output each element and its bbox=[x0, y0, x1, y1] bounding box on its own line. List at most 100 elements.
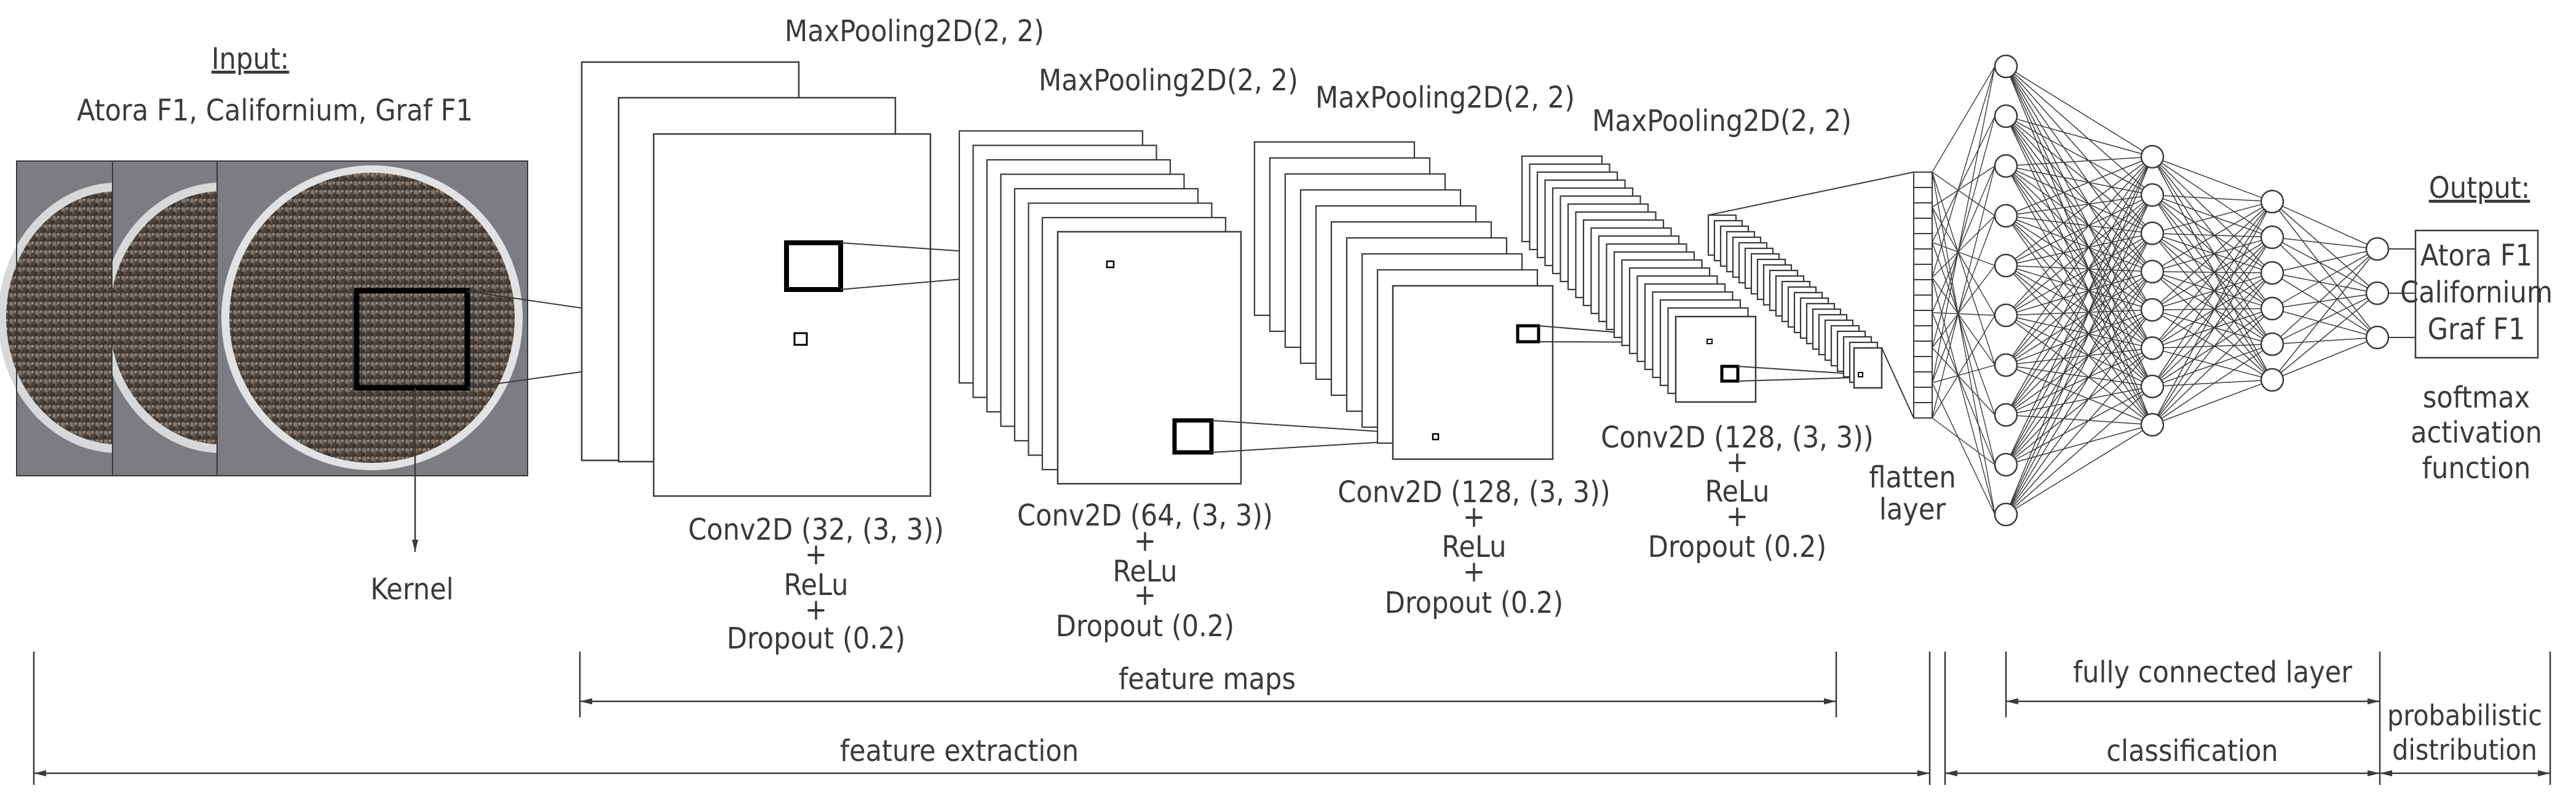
probabilistic-label-line2: distribution bbox=[2392, 733, 2537, 766]
dense-connection bbox=[2005, 66, 2153, 349]
flatten-connection bbox=[1932, 312, 1995, 465]
dense-connection bbox=[2005, 309, 2153, 465]
conv1-dropout: Dropout (0.2) bbox=[727, 621, 906, 656]
conv4-dropout: Dropout (0.2) bbox=[1648, 530, 1827, 564]
flatten-cell bbox=[1913, 233, 1933, 250]
dense-connection bbox=[2005, 156, 2153, 216]
pooling-label-1: MaxPooling2D(2, 2) bbox=[785, 14, 1044, 49]
flatten-label-line1: flatten bbox=[1869, 460, 1956, 495]
dense-connection bbox=[2152, 272, 2273, 425]
dense-connection bbox=[2005, 215, 2153, 387]
conv3-label: Conv2D (128, (3, 3)) bbox=[1338, 475, 1611, 510]
dense-connection bbox=[2005, 165, 2153, 196]
conv4-activation: ReLu bbox=[1705, 475, 1770, 509]
neuron bbox=[2140, 336, 2165, 360]
dense-connection bbox=[2005, 271, 2153, 416]
conv2-plus-1: + bbox=[1134, 524, 1156, 558]
dense-connection bbox=[2005, 66, 2153, 157]
flatten-connection bbox=[1932, 171, 1995, 515]
dense-connection bbox=[2005, 215, 2153, 310]
dense-connection bbox=[2005, 194, 2153, 416]
flatten-cell bbox=[1913, 402, 1933, 419]
dense-connection bbox=[2005, 271, 2153, 515]
dense-connection bbox=[2005, 156, 2153, 266]
probabilistic-label-line1: probabilistic bbox=[2387, 699, 2542, 732]
neuron bbox=[2260, 261, 2285, 285]
dense-connection bbox=[2005, 347, 2153, 465]
dense-connection bbox=[2272, 337, 2378, 345]
dense-connection bbox=[2152, 344, 2273, 425]
pooling-label-3: MaxPooling2D(2, 2) bbox=[1315, 81, 1575, 115]
dense-connection bbox=[2272, 237, 2378, 338]
flatten-cell bbox=[1913, 310, 1933, 326]
neuron bbox=[2365, 281, 2390, 305]
dense-connection bbox=[2005, 215, 2153, 425]
dense-connection bbox=[2005, 315, 2153, 349]
flatten-cell bbox=[1913, 294, 1933, 311]
dense-connection bbox=[2005, 165, 2153, 272]
flatten-cell bbox=[1913, 325, 1933, 342]
dense-connection bbox=[2152, 379, 2273, 387]
conv4-plus-1: + bbox=[1726, 445, 1748, 479]
neuron bbox=[1994, 154, 2018, 178]
fully-connected-layer-label: fully connected layer bbox=[2073, 655, 2352, 690]
dense-connection bbox=[2005, 386, 2153, 465]
dense-connection bbox=[2005, 271, 2153, 316]
flatten-cell bbox=[1913, 387, 1933, 403]
neuron bbox=[2260, 189, 2285, 214]
neuron bbox=[1994, 104, 2018, 128]
conv-block-4: MaxPooling2D(2, 2) Conv2D (128, (3, 3)) … bbox=[1521, 104, 1874, 564]
flatten-connection bbox=[1932, 347, 1995, 416]
dense-connection bbox=[2152, 308, 2273, 310]
kernel-label: Kernel bbox=[370, 572, 453, 607]
flatten-cell bbox=[1913, 202, 1933, 219]
dense-connection bbox=[2005, 414, 2153, 425]
classification-label: classification bbox=[2106, 734, 2278, 768]
dense-connection bbox=[2005, 365, 2153, 425]
dense-connection bbox=[2152, 237, 2273, 425]
bracket-lines bbox=[33, 652, 2551, 785]
dense-connection bbox=[2152, 272, 2273, 349]
dense-connection bbox=[2272, 337, 2378, 380]
dense-connection bbox=[2152, 156, 2273, 202]
feature-extraction-label: feature extraction bbox=[840, 734, 1079, 768]
dense-connection bbox=[2005, 156, 2153, 515]
dense-connection bbox=[2005, 156, 2153, 316]
dense-connection bbox=[2005, 194, 2153, 515]
neuron bbox=[2140, 144, 2165, 169]
dense-connection bbox=[2005, 116, 2153, 387]
dense-connection bbox=[2152, 271, 2273, 345]
kernel-window bbox=[354, 288, 470, 391]
dense-connection bbox=[2152, 271, 2273, 274]
neuron bbox=[1994, 403, 2018, 427]
flatten-cell bbox=[1913, 264, 1933, 280]
dense-connection bbox=[2152, 156, 2273, 345]
input-section: Input: Atora F1, Californium, Graf F1 bbox=[0, 42, 801, 607]
dense-connection bbox=[2272, 248, 2378, 380]
output-class-1: Atora F1 bbox=[2420, 238, 2532, 273]
dense-connection bbox=[2005, 156, 2153, 416]
neuron bbox=[2260, 296, 2285, 321]
dense-connection bbox=[2152, 201, 2273, 234]
dense-connection bbox=[2152, 308, 2273, 387]
dense-connection bbox=[2152, 237, 2273, 272]
flatten-connection bbox=[1932, 165, 1995, 313]
dense-connection bbox=[2005, 233, 2153, 465]
dense-connection bbox=[2005, 194, 2153, 266]
dense-connection bbox=[2005, 116, 2153, 234]
dense-connection bbox=[2152, 344, 2273, 387]
flatten-connection bbox=[1932, 382, 1995, 515]
neuron bbox=[1994, 502, 2018, 527]
dense-connection bbox=[2005, 66, 2153, 310]
flatten-cell bbox=[1913, 356, 1933, 372]
dense-connection bbox=[2272, 237, 2378, 294]
dense-connection bbox=[2272, 293, 2378, 309]
dense-connection bbox=[2005, 165, 2153, 349]
dense-connection bbox=[2005, 265, 2153, 272]
dense-connection bbox=[2005, 347, 2153, 366]
flatten-connection bbox=[1932, 312, 1995, 316]
output-section: Output: Atora F1 Californium Graf F1 sof… bbox=[2400, 171, 2553, 486]
neuron bbox=[2140, 298, 2165, 322]
input-image-2 bbox=[112, 160, 221, 476]
